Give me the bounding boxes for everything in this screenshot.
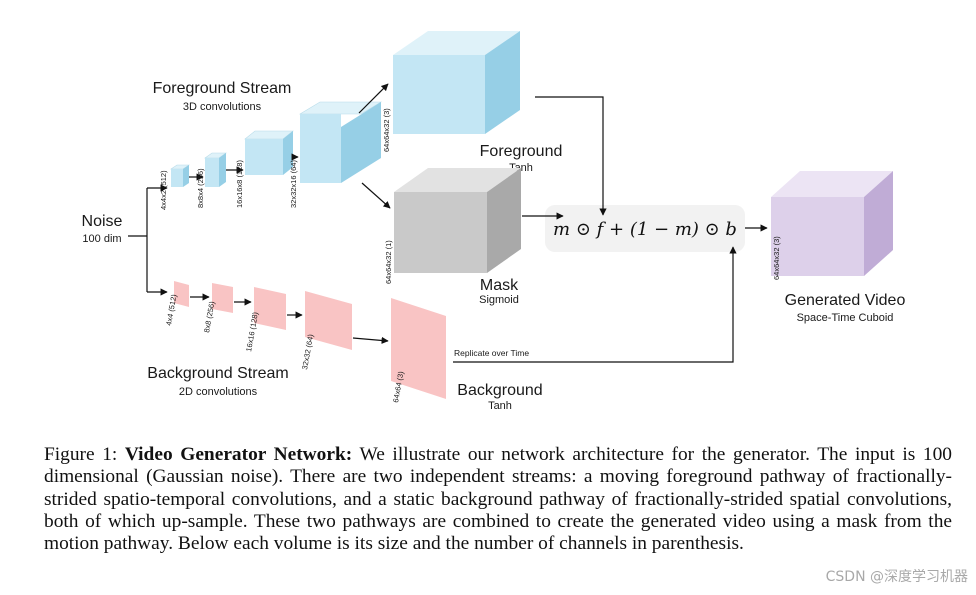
fg-volume-4 xyxy=(298,101,383,183)
fg-volume-2 xyxy=(204,152,227,187)
bg-volume-4-label: 32x32 (64) xyxy=(300,333,315,370)
noise-title: Noise xyxy=(82,213,123,230)
bg-volume-3-label: 16x16 (128) xyxy=(244,311,260,352)
fg-volume-1 xyxy=(170,164,190,187)
generated-video-size: 64x64x32 (3) xyxy=(772,236,781,280)
generated-video-cube xyxy=(771,171,893,276)
foreground-output-cube xyxy=(393,31,520,134)
mask-output-subtitle: Sigmoid xyxy=(479,294,519,306)
bg-volume-2-label: 8x8 (256) xyxy=(202,300,216,333)
background-output-subtitle: Tanh xyxy=(488,400,512,412)
fg-volume-2-label: 8x8x4 (256) xyxy=(196,168,205,208)
background-stream-title: Background Stream xyxy=(147,365,288,382)
mask-output-cube xyxy=(394,168,521,273)
generated-video-title: Generated Video xyxy=(785,292,906,309)
fg-volume-4-label: 32x32x16 (64) xyxy=(289,160,298,208)
figure-label: Figure 1: xyxy=(44,444,118,465)
caption-text: We illustrate our network architecture f… xyxy=(44,444,953,555)
noise-subtitle: 100 dim xyxy=(82,233,121,245)
figure-caption: Figure 1: Video Generator Network: We il… xyxy=(44,444,952,555)
fg-volume-1-label: 4x4x2 (512) xyxy=(159,170,168,210)
fg-volume-3-label: 16x16x8 (128) xyxy=(235,160,244,208)
watermark: CSDN @深度学习机器 xyxy=(825,569,968,585)
foreground-output-title: Foreground xyxy=(480,143,563,160)
mask-output-title: Mask xyxy=(480,277,519,294)
foreground-output-size: 64x64x32 (3) xyxy=(382,108,391,152)
architecture-diagram: Noise 100 dim Foreground Stream 3D convo… xyxy=(82,31,906,412)
noise-branch-lines xyxy=(128,184,168,296)
background-stream-subtitle: 2D convolutions xyxy=(179,386,258,398)
foreground-stream-subtitle: 3D convolutions xyxy=(183,101,262,113)
bg-volume-1-label: 4x4 (512) xyxy=(164,293,178,326)
background-output-title: Background xyxy=(457,382,542,399)
combination-formula: m ⊙ f + (1 − m) ⊙ b xyxy=(553,219,737,240)
formula-arrows xyxy=(453,96,768,363)
caption-title: Video Generator Network: xyxy=(124,444,353,465)
formula-box xyxy=(545,205,745,252)
bg-volume-3 xyxy=(254,287,286,330)
replicate-over-time-label: Replicate over Time xyxy=(454,348,529,358)
foreground-stream-title: Foreground Stream xyxy=(153,80,292,97)
bg-volume-2 xyxy=(212,283,233,313)
bg-volume-1 xyxy=(174,281,189,307)
bg-volume-4 xyxy=(305,291,352,350)
bg-stream-arrows xyxy=(190,293,389,345)
fg-stream-arrows xyxy=(189,83,391,209)
fg-volume-3 xyxy=(244,130,294,175)
generated-video-subtitle: Space-Time Cuboid xyxy=(797,312,894,324)
bg-volume-5 xyxy=(391,298,446,399)
mask-output-size: 64x64x32 (1) xyxy=(384,240,393,284)
